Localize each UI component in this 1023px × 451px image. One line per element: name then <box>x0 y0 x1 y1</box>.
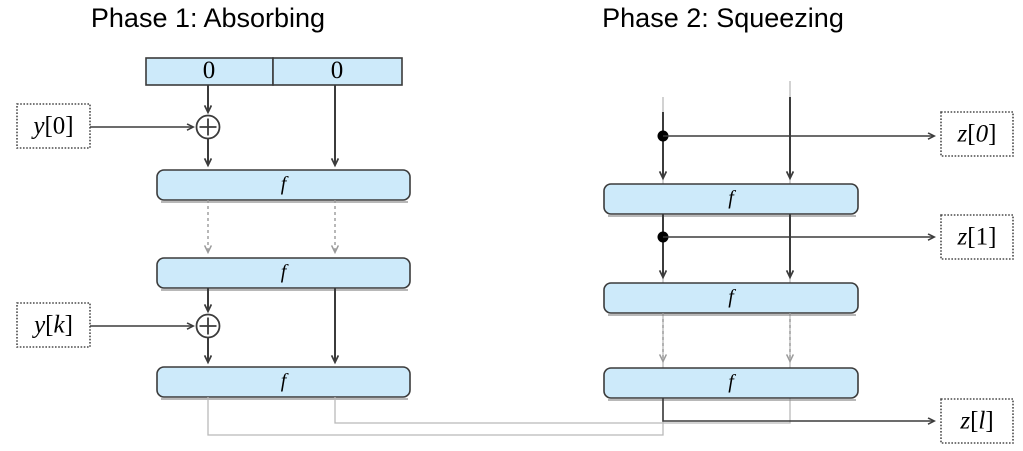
xor-2 <box>195 313 221 339</box>
f-block-4-label: f <box>728 187 736 209</box>
phase2-group: z[0] f z[1] f <box>603 97 1014 444</box>
f-block-2-rect <box>156 257 411 289</box>
f-block-5: f <box>603 282 859 316</box>
f-block-3: f <box>156 366 411 400</box>
f-block-4-rect <box>603 183 859 215</box>
phase2-title: Phase 2: Squeezing <box>602 3 844 33</box>
f-block-5-rect <box>603 282 859 314</box>
phase1-group: 0 0 y[0] f <box>16 57 411 400</box>
phase1-title: Phase 1: Absorbing <box>91 3 325 33</box>
initial-state-bar: 0 0 <box>145 57 403 86</box>
output-z1-box <box>940 214 1014 260</box>
rate-cell-value: 0 <box>203 57 216 84</box>
f-block-5-label: f <box>728 286 736 308</box>
xor-1-plus-icon <box>199 118 217 136</box>
output-z1-label: z[1] <box>957 223 997 250</box>
f-block-4: f <box>603 183 859 217</box>
output-zl-box <box>940 398 1014 444</box>
output-z0: z[0] <box>940 111 1014 157</box>
rate-cell <box>145 57 274 86</box>
f-block-3-rect <box>156 366 411 398</box>
output-zl-label: z[l] <box>959 407 993 434</box>
xor-2-plus-icon <box>199 317 217 335</box>
f-block-6-rect <box>603 367 859 399</box>
f-block-2: f <box>156 257 411 291</box>
input-y0-label: y[0] <box>30 112 73 139</box>
wire-f6-to-zl <box>662 398 934 421</box>
f-block-1: f <box>156 169 411 203</box>
output-z1: z[1] <box>940 214 1014 260</box>
f-block-3-label: f <box>281 370 289 392</box>
input-y0-box <box>16 103 91 149</box>
routing-rate-to-phase2 <box>207 97 664 436</box>
output-zl: z[l] <box>940 398 1014 444</box>
f-block-1-rect <box>156 169 411 201</box>
f-block-6: f <box>603 367 859 401</box>
capacity-cell <box>272 57 403 86</box>
capacity-cell-value: 0 <box>331 57 344 84</box>
input-y0: y[0] <box>16 103 91 149</box>
f-block-1-label: f <box>281 173 289 195</box>
input-yk-label: y[k] <box>31 311 73 338</box>
output-z0-label: z[0] <box>957 120 997 147</box>
input-yk-box <box>16 302 91 348</box>
f-block-6-label: f <box>728 371 736 393</box>
output-z0-box <box>940 111 1014 157</box>
xor-1 <box>195 114 221 140</box>
input-yk: y[k] <box>16 302 91 348</box>
f-block-2-label: f <box>281 261 289 283</box>
